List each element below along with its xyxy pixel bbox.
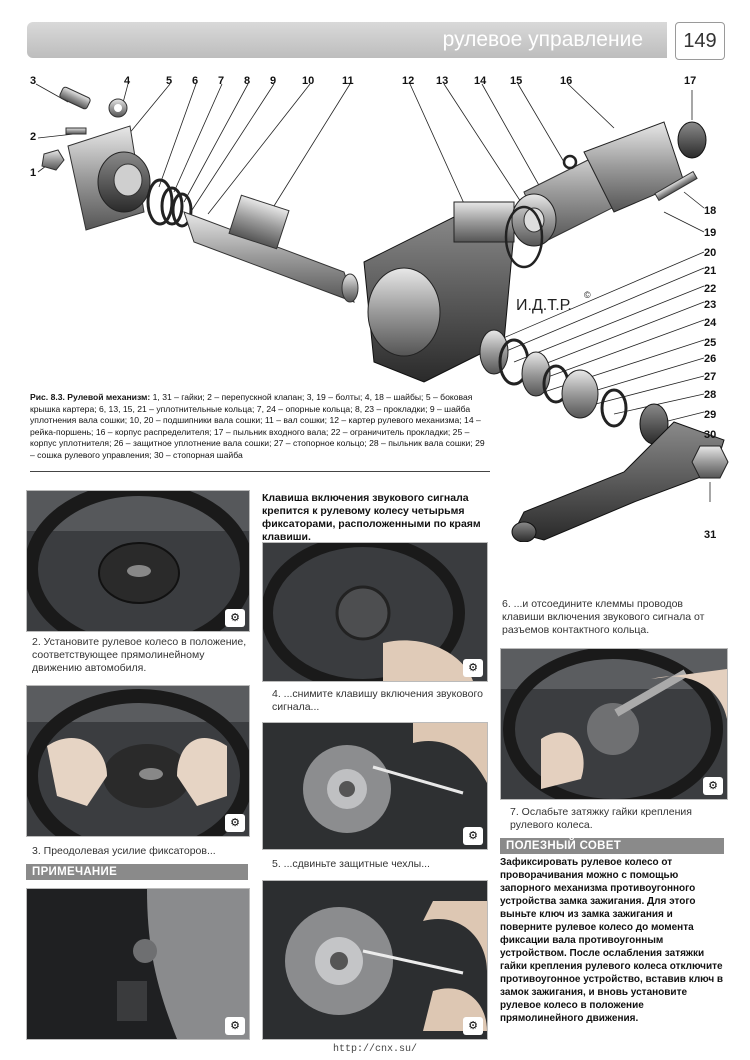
callout-13: 13: [436, 75, 448, 87]
callout-30: 30: [704, 429, 716, 441]
callout-31: 31: [704, 529, 716, 541]
callout-19: 19: [704, 227, 716, 239]
callout-2: 2: [30, 131, 36, 143]
wrench-car-icon: ⚙: [463, 1017, 483, 1035]
callout-10: 10: [302, 75, 314, 87]
wrench-car-icon: ⚙: [225, 1017, 245, 1035]
callout-26: 26: [704, 353, 716, 365]
boot-17: [677, 121, 707, 159]
callout-23: 23: [704, 299, 716, 311]
callout-12: 12: [402, 75, 414, 87]
valve-2: [65, 127, 87, 135]
callout-4: 4: [124, 75, 131, 87]
photo-protective-covers: ⚙: [262, 880, 488, 1040]
callout-9: 9: [270, 75, 276, 87]
tip-heading: ПОЛЕЗНЫЙ СОВЕТ: [500, 838, 724, 854]
callout-24: 24: [704, 317, 717, 329]
callout-28: 28: [704, 389, 716, 401]
header-bar: рулевое управление: [27, 22, 667, 58]
note-text: Клавиша включения звукового сигнала креп…: [262, 492, 481, 543]
caption-body: 1, 31 – гайки; 2 – перепускной клапан; 3…: [30, 392, 485, 460]
callout-8: 8: [244, 75, 250, 87]
photo-loosen-nut: ⚙: [500, 648, 728, 800]
callout-21: 21: [704, 265, 716, 277]
callout-1: 1: [30, 167, 36, 179]
divider: [30, 471, 490, 472]
watermark: И.Д.Т.Р.: [516, 297, 572, 314]
footer-url: http://cnx.su/: [332, 1044, 417, 1055]
photo-latch-closeup: ⚙: [26, 888, 250, 1040]
callout-15: 15: [510, 75, 522, 87]
callout-3: 3: [30, 75, 36, 87]
callout-11: 11: [342, 75, 354, 87]
housing-12: [363, 201, 515, 383]
caption-title: Рис. 8.3. Рулевой механизм:: [30, 392, 151, 402]
sector-shaft-11: [183, 194, 359, 303]
callout-6: 6: [192, 75, 198, 87]
callout-20: 20: [704, 247, 716, 259]
output-rings: [479, 329, 669, 445]
callout-5: 5: [166, 75, 172, 87]
figure-caption: Рис. 8.3. Рулевой механизм: 1, 31 – гайк…: [30, 392, 490, 461]
watermark-mark: ©: [584, 290, 591, 300]
bolt-3: [59, 86, 91, 110]
callout-7: 7: [218, 75, 224, 87]
callout-27: 27: [704, 371, 716, 383]
callout-25: 25: [704, 337, 716, 349]
step-6-text: 6. ...и отсоедините клеммы проводов клав…: [502, 598, 705, 636]
photo-horn-button-removed: ⚙: [262, 542, 488, 682]
side-cover-5: [67, 125, 151, 231]
seal-ring-15: [562, 154, 578, 170]
bolt-19: [654, 170, 698, 202]
washer-4: [108, 98, 128, 118]
callout-29: 29: [704, 409, 716, 421]
photo-hands-on-wheel: ⚙: [26, 685, 250, 837]
step-7-text: 7. Ослабьте затяжку гайки крепления руле…: [510, 806, 692, 831]
wrench-car-icon: ⚙: [225, 609, 245, 627]
tip-text: Зафиксировать рулевое колесо от проворач…: [500, 857, 724, 1024]
steering-mechanism-diagram: И.Д.Т.Р. © 3 4 2 1 5 6 7 8 9 10 11 12 13…: [30, 75, 729, 542]
callout-22: 22: [704, 283, 716, 295]
nut-31: [691, 445, 729, 479]
callout-16: 16: [560, 75, 572, 87]
callout-17: 17: [684, 75, 696, 87]
callout-14: 14: [474, 75, 487, 87]
section-title: рулевое управление: [442, 28, 643, 51]
seal-ring-13: [504, 205, 544, 269]
note-heading: ПРИМЕЧАНИЕ: [26, 864, 248, 880]
photo-steering-wheel: ⚙: [26, 490, 250, 632]
step-4-text: 4. ...снимите клавишу включения звуковог…: [272, 688, 483, 713]
callout-18: 18: [704, 205, 716, 217]
nut-1: [41, 149, 65, 171]
step-5-text: 5. ...сдвиньте защитные чехлы...: [272, 858, 430, 870]
step-2-text: 2. Установите рулевое колесо в положение…: [32, 636, 247, 674]
wrench-car-icon: ⚙: [463, 827, 483, 845]
wrench-car-icon: ⚙: [225, 814, 245, 832]
photo-connectors: ⚙: [262, 722, 488, 850]
wrench-car-icon: ⚙: [703, 777, 723, 795]
page-number: 149: [675, 22, 725, 60]
wrench-car-icon: ⚙: [463, 659, 483, 677]
step-3-text: 3. Преодолевая усилие фиксаторов...: [32, 845, 216, 857]
pitman-arm-29: [511, 421, 725, 542]
seal-rings: [146, 178, 193, 228]
